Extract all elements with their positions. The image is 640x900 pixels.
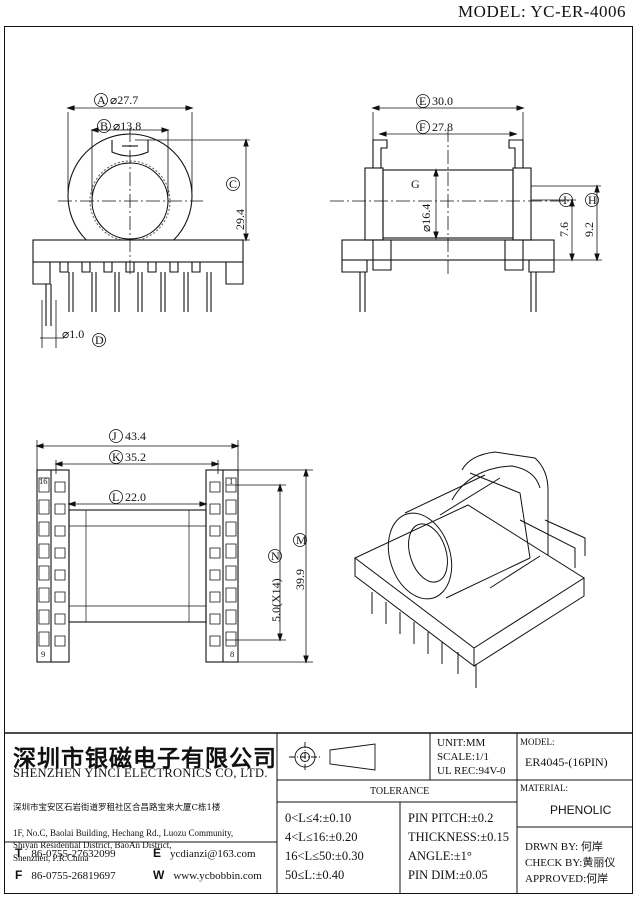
svg-text:L: L (112, 490, 119, 504)
dim-I: I 7.6 (557, 193, 573, 237)
svg-text:39.9: 39.9 (293, 569, 307, 590)
dim-L: L 22.0 (109, 490, 146, 504)
isometric-view (354, 451, 586, 688)
svg-text:⌀16.4: ⌀16.4 (419, 204, 433, 232)
dim-H: H 9.2 (582, 193, 599, 237)
dim-A: A ⌀27.7 (94, 93, 138, 107)
dim-C: C 29.4 (226, 177, 247, 230)
title-block-lines (5, 732, 633, 893)
drawn-by: DRWN BY: 何岸 (525, 841, 603, 853)
svg-text:5.0(X14): 5.0(X14) (269, 578, 283, 622)
tol-left-3: 50≤L:±0.40 (285, 868, 345, 882)
dim-K: K 35.2 (109, 450, 146, 464)
side-view (330, 105, 602, 312)
dim-F: F 27.8 (416, 120, 453, 134)
svg-text:A: A (97, 93, 106, 107)
tol-left-0: 0<L≤4:±0.10 (285, 811, 352, 825)
svg-text:⌀27.7: ⌀27.7 (110, 93, 138, 107)
svg-text:9: 9 (41, 649, 45, 659)
svg-text:⌀13.8: ⌀13.8 (113, 119, 141, 133)
svg-text:K: K (112, 450, 121, 464)
svg-text:7.6: 7.6 (557, 222, 571, 237)
right-pin-cells (209, 477, 237, 647)
svg-text:1: 1 (229, 476, 233, 486)
dim-M: M 39.9 (293, 533, 307, 590)
tol-left-2: 16<L≤50:±0.30 (285, 849, 364, 863)
dim-J: J 43.4 (109, 429, 146, 443)
address-en: 1F, No.C, Baolai Building, Hechang Rd., … (13, 827, 234, 863)
unit: UNIT:MM (437, 737, 486, 749)
address-cn: 深圳市宝安区石岩街道罗租社区合昌路宝来大厦C栋1楼 (13, 802, 221, 813)
dim-D: ⌀1.0 D (62, 327, 106, 347)
projection-symbol-icon (289, 742, 376, 772)
svg-text:16: 16 (39, 476, 48, 486)
dim-G: G ⌀16.4 (411, 177, 433, 232)
svg-text:8: 8 (230, 649, 234, 659)
svg-text:22.0: 22.0 (125, 490, 146, 504)
svg-text:F: F (419, 120, 426, 134)
dim-B: B ⌀13.8 (97, 119, 141, 133)
left-pin-cells (38, 477, 66, 647)
model-label: MODEL: (520, 737, 555, 747)
company-name-en: SHENZHEN YINCI ELECTRONICS CO, LTD. (13, 766, 268, 780)
top-view (35, 440, 313, 664)
svg-text:G: G (411, 177, 420, 191)
check-by: CHECK BY:黄丽仪 (525, 857, 616, 869)
svg-text:H: H (588, 193, 597, 207)
svg-text:E: E (419, 94, 426, 108)
tol-right-2: ANGLE:±1° (408, 849, 472, 863)
pin-numbers: 16 1 9 8 (39, 476, 234, 659)
material-label: MATERIAL: (520, 783, 568, 793)
approved-by: APPROVED:何岸 (525, 873, 609, 885)
model-header: MODEL: YC-ER-4006 (458, 2, 626, 21)
svg-text:30.0: 30.0 (432, 94, 453, 108)
svg-text:29.4: 29.4 (233, 209, 247, 230)
svg-text:9.2: 9.2 (582, 222, 596, 237)
svg-text:N: N (271, 549, 280, 563)
company-name-cn: 深圳市银磁电子有限公司 (13, 745, 277, 772)
svg-text:D: D (95, 333, 104, 347)
svg-text:M: M (296, 533, 307, 547)
company-address: 深圳市宝安区石岩街道罗租社区合昌路宝来大厦C栋1楼 1F, No.C, Baol… (13, 789, 275, 877)
svg-text:27.8: 27.8 (432, 120, 453, 134)
svg-text:J: J (112, 429, 117, 443)
tol-right-1: THICKNESS:±0.15 (408, 830, 509, 844)
svg-text:I: I (563, 193, 567, 207)
svg-text:43.4: 43.4 (125, 429, 146, 443)
svg-text:35.2: 35.2 (125, 450, 146, 464)
tol-right-3: PIN DIM:±0.05 (408, 868, 488, 882)
dim-E: E 30.0 (416, 94, 453, 108)
front-pins (45, 272, 212, 326)
model-value: ER4045-(16PIN) (525, 755, 608, 769)
material-value: PHENOLIC (550, 803, 612, 817)
svg-text:C: C (229, 177, 237, 191)
svg-text:⌀1.0: ⌀1.0 (62, 327, 84, 341)
scale: SCALE:1/1 (437, 751, 489, 763)
svg-text:B: B (100, 119, 108, 133)
tolerance-title: TOLERANCE (370, 786, 430, 797)
tol-left-1: 4<L≤16:±0.20 (285, 830, 358, 844)
dim-N: N 5.0(X14) (268, 549, 283, 622)
tol-right-0: PIN PITCH:±0.2 (408, 811, 494, 825)
drawing-frame (4, 26, 633, 894)
ul-rec: UL REC:94V-0 (437, 765, 506, 777)
front-view (32, 105, 250, 348)
title-block: 深圳市银磁电子有限公司 SHENZHEN YINCI ELECTRONICS C… (5, 733, 632, 893)
